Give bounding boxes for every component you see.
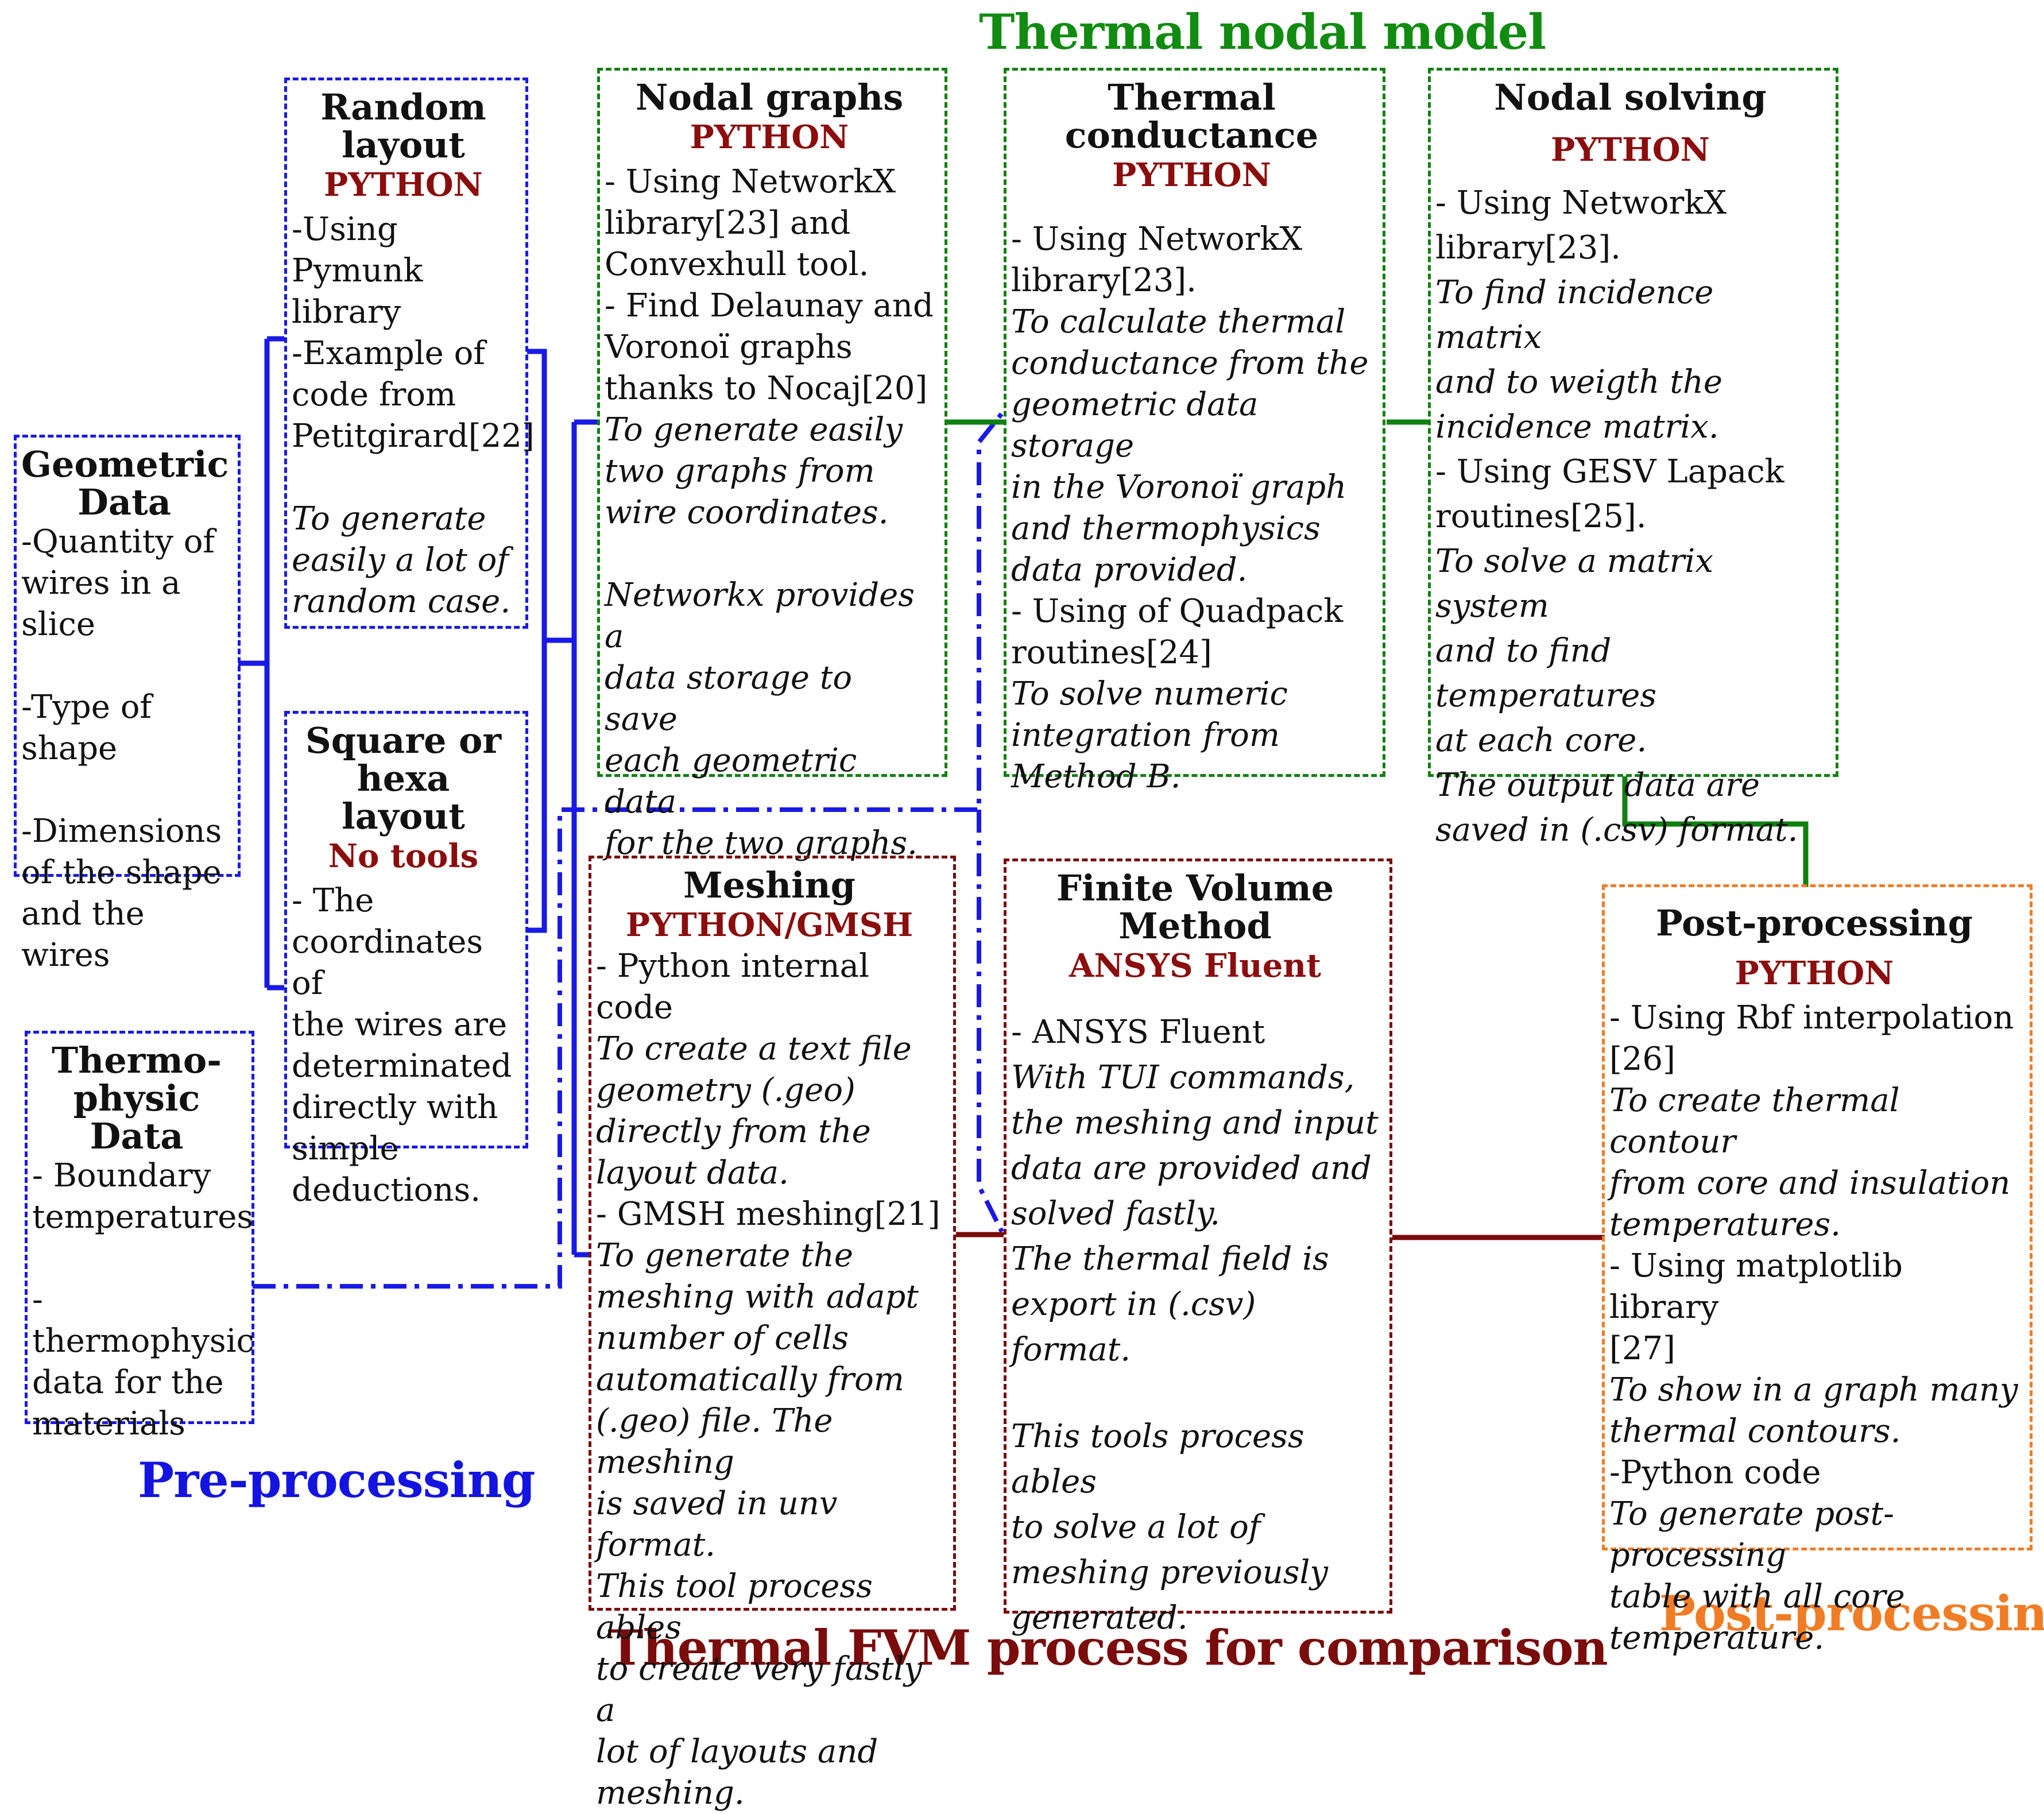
box-thermophysic-data: Thermo- physic Data - Boundary temperatu… [25, 1031, 254, 1442]
box-post-processing: Post-processing PYTHON - Using Rbf inter… [1602, 884, 2033, 1657]
box-title: Nodal graphs [635, 76, 904, 118]
body-line: -Example of code from Petitgirard[22] [292, 335, 535, 455]
body-line: To create thermal contour from core and … [1609, 1082, 2011, 1243]
body-line: -Python code [1609, 1454, 1821, 1491]
body-line: -Using Pymunk library [292, 211, 423, 331]
tool-label: PYTHON [324, 166, 483, 204]
body-line: - Find Delaunay and Voronoï graphs thank… [605, 287, 934, 407]
body-line: To calculate thermal conductance from th… [1011, 303, 1369, 589]
tool-label: No tools [328, 837, 479, 875]
section-title-nodal: Thermal nodal model [979, 3, 1546, 60]
box-title: Meshing [683, 864, 856, 906]
body-line: - Using Rbf interpolation [26] [1609, 999, 2014, 1078]
body-line: - Using NetworkX library[23]. [1011, 221, 1303, 299]
body-line: - ANSYS Fluent [1011, 1014, 1265, 1051]
tool-label: PYTHON/GMSH [625, 906, 913, 944]
tool-label: PYTHON [1551, 131, 1710, 169]
body-line: Networkx provides a data storage to save… [605, 577, 918, 862]
box-body: - Using NetworkX library[23] and Convexh… [605, 161, 934, 864]
box-random-layout: Random layout PYTHON -Using Pymunk libra… [284, 78, 535, 629]
body-line: - Boundary temperatures [32, 1157, 254, 1236]
box-meshing: Meshing PYTHON/GMSH - Python internal co… [589, 856, 956, 1812]
box-thermal-conductance: Thermal conductance PYTHON - Using Netwo… [1004, 68, 1385, 795]
box-title: Thermo- physic Data [51, 1039, 222, 1157]
body-line: -Dimensions of the shape and the wires [21, 813, 222, 974]
connector-layouts-to-processes [527, 349, 600, 1258]
box-body: - Using Rbf interpolation [26] To create… [1609, 997, 2019, 1659]
body-line: To solve a matrix system and to find tem… [1435, 543, 1798, 849]
body-line: To generate easily two graphs from wire … [605, 411, 903, 531]
body-line: To create a text file geometry (.geo) di… [596, 1030, 912, 1192]
body-line: To generate post-processing table with a… [1609, 1495, 1905, 1657]
box-body: - Using NetworkX library[23]. To find in… [1435, 181, 1825, 853]
body-line: -Quantity of wires in a slice [21, 523, 215, 643]
box-geometric-data: Geometric Data -Quantity of wires in a s… [14, 435, 241, 974]
box-body: - Boundary temperatures -thermophysic da… [32, 1155, 254, 1445]
box-body: -Using Pymunk library -Example of code f… [292, 209, 535, 622]
connector-thermo-to-processes [253, 412, 1004, 1289]
box-title: Post-processing [1656, 902, 1973, 944]
connector-thermo-to-fvm [977, 810, 1004, 1233]
body-line: -Type of shape [21, 689, 152, 767]
box-body: - Python internal code To create a text … [596, 946, 943, 1814]
box-square-hexa-layout: Square or hexa layout No tools - The coo… [284, 711, 528, 1209]
box-body: - ANSYS Fluent With TUI commands, the me… [1011, 1010, 1379, 1641]
body-line: To generate the meshing with adapt numbe… [596, 1237, 923, 1812]
connector-geometric-to-layouts [238, 336, 284, 991]
tool-label: PYTHON [690, 118, 849, 156]
box-body: - Using NetworkX library[23]. To calcula… [1011, 219, 1372, 798]
body-line: - GMSH meshing[21] [596, 1196, 940, 1233]
box-title: Finite Volume Method [1056, 867, 1334, 947]
section-title-post: Post-processing [1659, 1585, 2044, 1642]
body-line: To solve numeric integration from Method… [1011, 675, 1288, 795]
connector-solving-to-post [1622, 776, 1809, 887]
box-nodal-graphs: Nodal graphs PYTHON - Using NetworkX lib… [597, 68, 947, 862]
tool-label: PYTHON [1735, 954, 1894, 992]
box-title: Random layout [320, 86, 486, 166]
tool-label: ANSYS Fluent [1069, 947, 1321, 985]
tool-label: PYTHON [1112, 156, 1271, 194]
body-line: - Using matplotlib library [27] [1609, 1247, 1903, 1367]
box-title: Square or hexa layout [305, 720, 502, 837]
body-line: To find incidence matrix and to weigth t… [1435, 274, 1723, 446]
body-line: - Python internal code [596, 947, 869, 1026]
box-nodal-solving: Nodal solving PYTHON - Using NetworkX li… [1428, 68, 1838, 849]
box-body: - The coordinates of the wires are deter… [292, 880, 515, 1211]
body-line: - Using of Quadpack routines[24] [1011, 593, 1344, 671]
body-line: - Using NetworkX library[23]. [1435, 184, 1727, 266]
body-line: This tools process ables to solve a lot … [1011, 1418, 1329, 1637]
body-line: -thermophysic data for the materials [32, 1281, 254, 1442]
body-line: - The coordinates of the wires are deter… [292, 882, 512, 1209]
section-title-fvm: Thermal FVM process for comparison [607, 1619, 1608, 1676]
box-finite-volume-method: Finite Volume Method ANSYS Fluent - ANSY… [1004, 858, 1392, 1637]
box-title: Nodal solving [1494, 76, 1767, 118]
body-line: - Using GESV Lapack routines[25]. [1435, 453, 1784, 535]
box-body: -Quantity of wires in a slice -Type of s… [21, 521, 227, 976]
box-title: Thermal conductance [1064, 76, 1319, 156]
body-line: With TUI commands, the meshing and input… [1011, 1059, 1379, 1368]
body-line: To show in a graph many thermal contours… [1609, 1371, 2018, 1450]
section-title-pre: Pre-processing [138, 1452, 536, 1509]
body-line: To generate easily a lot of random case. [292, 500, 511, 620]
body-line: - Using NetworkX library[23] and Convexh… [605, 163, 896, 283]
box-title: Geometric Data [21, 443, 229, 523]
connector-lines [238, 336, 1809, 1289]
